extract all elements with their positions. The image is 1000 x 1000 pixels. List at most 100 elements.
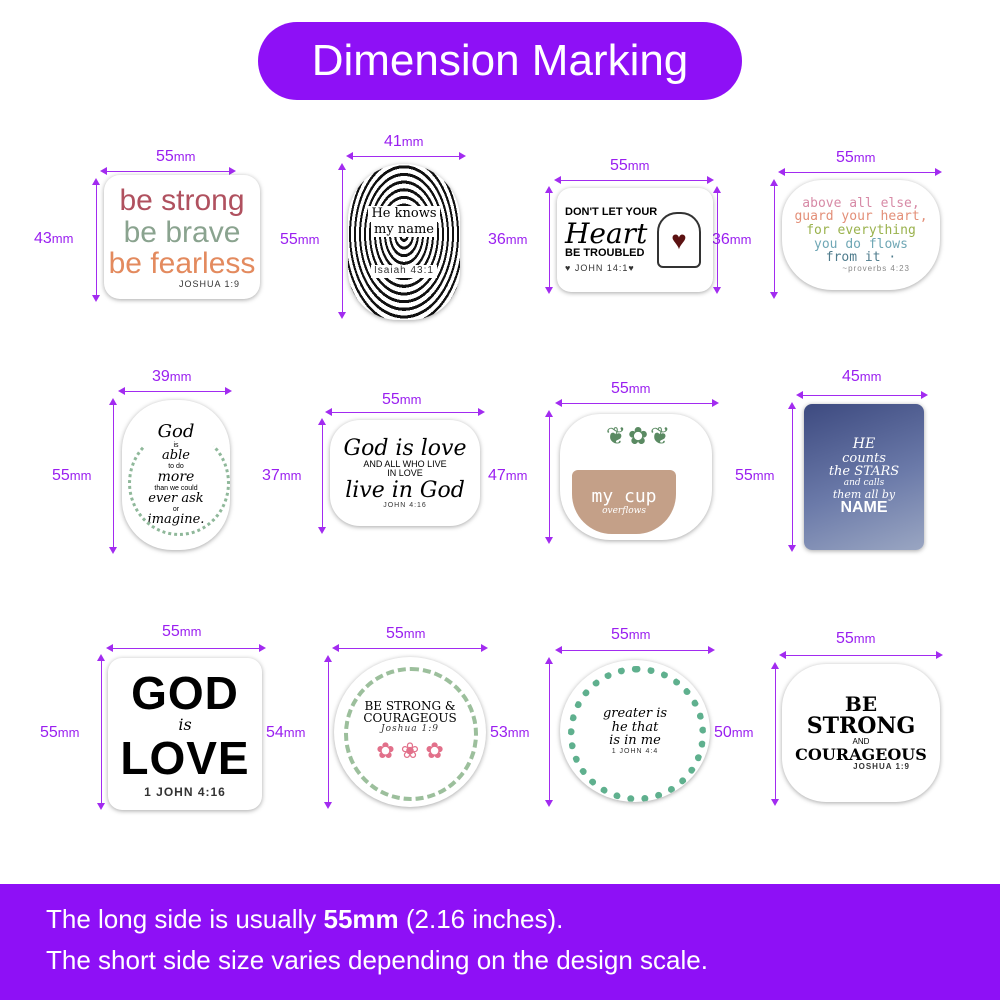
sticker-text: from it ·	[825, 250, 897, 266]
floral-wreath-icon	[344, 667, 478, 801]
sticker-text: guard your heart,	[794, 209, 928, 225]
width-label: 55mm	[382, 391, 422, 408]
sticker-reference: 1 JOHN 4:16	[144, 785, 226, 800]
sticker-be-strong-courageous-wreath: BE STRONG & COURAGEOUS Joshua 1:9 ✿ ❀ ✿	[334, 657, 486, 807]
sticker-text: BE TROUBLED	[565, 246, 645, 259]
sticker-god-is-able: God is able to do more than we could eve…	[122, 400, 230, 550]
sticker-text: COURAGEOUS	[795, 744, 927, 764]
height-arrow	[109, 398, 117, 554]
height-arrow	[545, 657, 553, 807]
width-arrow	[332, 644, 488, 652]
sticker-text: God is love	[343, 435, 467, 461]
sticker-text: my cup	[591, 485, 657, 507]
sticker-text: IN LOVE	[387, 468, 423, 479]
height-label: 36mm	[488, 231, 528, 248]
width-label: 55mm	[156, 148, 196, 165]
flowers-icon: ❦✿❦	[605, 423, 673, 450]
sticker-reference: JOSHUA 1:9	[178, 278, 240, 289]
sticker-reference: JOHN 4:16	[383, 501, 427, 509]
footer-line-2: The short side size varies depending on …	[46, 945, 708, 975]
width-arrow	[554, 176, 714, 184]
sticker-text: you do flows	[814, 236, 908, 252]
height-label: 54mm	[266, 724, 306, 741]
sticker-text: AND	[852, 737, 870, 747]
width-arrow	[325, 408, 485, 416]
height-label: 47mm	[488, 467, 528, 484]
leaf-wreath-icon	[128, 430, 230, 536]
height-arrow	[771, 662, 779, 806]
width-label: 55mm	[610, 157, 650, 174]
width-arrow	[555, 399, 719, 407]
sticker-text: Heart	[565, 216, 648, 250]
height-arrow	[92, 178, 100, 302]
sticker-guard-your-heart: above all else, guard your heart, for ev…	[782, 180, 940, 290]
width-label: 55mm	[386, 625, 426, 642]
width-arrow	[779, 651, 943, 659]
heart-hands-icon: ♥	[657, 212, 701, 268]
sticker-reference: ~proverbs 4:23	[842, 263, 910, 273]
sticker-text: GOD	[131, 667, 239, 719]
sticker-reference: Isaiah 43:1	[371, 265, 437, 278]
height-label: 55mm	[280, 231, 320, 248]
height-label: 36mm	[712, 231, 752, 248]
sticker-text: LOVE	[120, 732, 250, 785]
height-label: 55mm	[735, 467, 775, 484]
width-arrow	[346, 152, 466, 160]
sticker-text: live in God	[345, 477, 465, 503]
sticker-text: overflows	[602, 505, 646, 516]
height-arrow	[318, 418, 326, 534]
height-label: 50mm	[714, 724, 754, 741]
height-label: 37mm	[262, 467, 302, 484]
width-label: 55mm	[611, 380, 651, 397]
width-label: 55mm	[162, 623, 202, 640]
width-label: 55mm	[611, 626, 651, 643]
width-arrow	[106, 644, 266, 652]
width-arrow	[796, 391, 928, 399]
width-label: 39mm	[152, 368, 192, 385]
cup-icon: my cup overflows	[572, 470, 676, 534]
height-arrow	[788, 402, 796, 552]
sticker-text: be brave	[123, 215, 241, 249]
sticker-my-cup-overflows: ❦✿❦ my cup overflows	[560, 414, 712, 540]
sticker-text: above all else,	[802, 195, 920, 211]
sticker-he-counts-the-stars: HE counts the STARS and calls them all b…	[804, 404, 924, 550]
height-arrow	[324, 655, 332, 809]
footer-text: (2.16 inches).	[398, 904, 564, 934]
width-label: 45mm	[842, 368, 882, 385]
height-label: 53mm	[490, 724, 530, 741]
sticker-text: He knows	[368, 206, 440, 222]
footer-text: The long side is usually	[46, 904, 324, 934]
sticker-text: DON'T LET YOUR	[565, 206, 658, 219]
width-arrow	[555, 646, 715, 654]
width-label: 55mm	[836, 630, 876, 647]
sticker-text: them all by	[832, 487, 896, 501]
sticker-fingerprint: He knows my name Isaiah 43:1	[348, 164, 460, 320]
sticker-text: my name	[371, 221, 437, 238]
sticker-text: BE	[844, 692, 878, 717]
sticker-be-strong-and-courageous: BE STRONG AND COURAGEOUS JOSHUA 1:9	[782, 664, 940, 802]
sticker-reference: JOSHUA 1:9	[853, 762, 910, 772]
footer-banner: The long side is usually 55mm (2.16 inch…	[0, 884, 1000, 1000]
sticker-god-is-love-script: God is love AND ALL WHO LIVE IN LOVE liv…	[330, 420, 480, 526]
height-arrow	[545, 410, 553, 544]
width-arrow	[778, 168, 942, 176]
sticker-dont-let-your-heart: DON'T LET YOUR Heart BE TROUBLED ♥ JOHN …	[557, 188, 713, 292]
sticker-greater-is-he: greater is he that is in me 1 JOHN 4:4	[560, 660, 710, 802]
footer-line-1: The long side is usually 55mm (2.16 inch…	[46, 904, 563, 935]
sticker-text: is	[178, 715, 192, 735]
width-label: 55mm	[836, 149, 876, 166]
width-label: 41mm	[384, 133, 424, 150]
sticker-be-strong: be strong be brave be fearless JOSHUA 1:…	[104, 175, 260, 299]
height-label: 43mm	[34, 230, 74, 247]
height-label: 55mm	[40, 724, 80, 741]
height-arrow	[770, 179, 778, 299]
sticker-text: NAME	[840, 499, 888, 517]
page-title: Dimension Marking	[258, 22, 742, 100]
height-arrow	[97, 654, 105, 810]
sticker-text: and calls	[843, 478, 885, 489]
sticker-text: the STARS	[828, 464, 900, 480]
width-arrow	[100, 167, 236, 175]
sticker-text: be fearless	[108, 247, 256, 281]
sticker-text: HE	[852, 436, 876, 453]
leaf-wreath-icon	[568, 666, 706, 802]
